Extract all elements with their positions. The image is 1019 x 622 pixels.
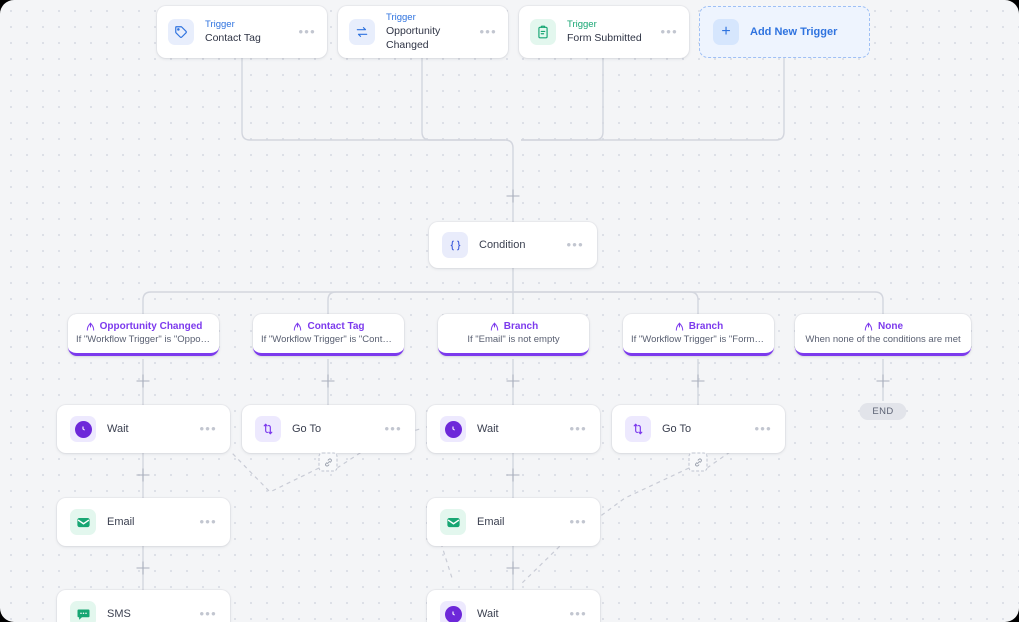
action-label: Wait bbox=[477, 608, 499, 620]
action-menu-button[interactable]: ••• bbox=[199, 606, 217, 621]
braces-icon bbox=[442, 232, 468, 258]
branch-subtitle: If "Workflow Trigger" is "Form Submit… bbox=[631, 334, 766, 345]
action-node-wait-3[interactable]: Wait ••• bbox=[427, 590, 600, 622]
branch-title: Contact Tag bbox=[307, 321, 365, 332]
trigger-kicker: Trigger bbox=[205, 19, 235, 30]
trigger-title: Opportunity Changed bbox=[386, 25, 441, 51]
branch-icon bbox=[864, 322, 873, 331]
goto-icon bbox=[625, 416, 651, 442]
add-step-plus-b1[interactable] bbox=[136, 374, 150, 388]
goto-link-chip-1[interactable] bbox=[318, 452, 338, 472]
clock-icon bbox=[70, 416, 96, 442]
action-menu-button[interactable]: ••• bbox=[199, 514, 217, 529]
action-label: Email bbox=[477, 516, 505, 528]
action-node-goto-2[interactable]: Go To ••• bbox=[612, 405, 785, 453]
goto-link-chip-2[interactable] bbox=[688, 452, 708, 472]
trigger-menu-button[interactable]: ••• bbox=[660, 24, 678, 39]
trigger-kicker: Trigger bbox=[567, 19, 597, 30]
trigger-menu-button[interactable]: ••• bbox=[479, 24, 497, 39]
action-node-wait-1[interactable]: Wait ••• bbox=[57, 405, 230, 453]
branch-icon bbox=[490, 322, 498, 331]
action-menu-button[interactable]: ••• bbox=[199, 421, 217, 436]
action-menu-button[interactable]: ••• bbox=[754, 421, 772, 436]
exchange-icon bbox=[349, 19, 375, 45]
add-step-plus-c1b[interactable] bbox=[136, 561, 150, 575]
branch-icon bbox=[86, 322, 94, 331]
action-label: Go To bbox=[662, 423, 692, 435]
condition-node[interactable]: Condition ••• bbox=[429, 222, 597, 268]
branch-subtitle: When none of the conditions are met bbox=[805, 334, 961, 345]
action-label: Wait bbox=[107, 423, 129, 435]
end-label: END bbox=[872, 406, 894, 417]
branch-icon bbox=[675, 322, 683, 331]
add-step-plus-b5[interactable] bbox=[876, 374, 890, 388]
trigger-card-opportunity-changed[interactable]: Trigger Opportunity Changed ••• bbox=[338, 6, 508, 58]
trigger-menu-button[interactable]: ••• bbox=[298, 24, 316, 39]
add-step-plus-c3b[interactable] bbox=[506, 561, 520, 575]
add-step-plus-b2[interactable] bbox=[321, 374, 335, 388]
branch-card-none[interactable]: None When none of the conditions are met bbox=[795, 314, 971, 356]
action-menu-button[interactable]: ••• bbox=[569, 421, 587, 436]
action-node-sms-1[interactable]: SMS ••• bbox=[57, 590, 230, 622]
action-label: Go To bbox=[292, 423, 322, 435]
action-menu-button[interactable]: ••• bbox=[569, 514, 587, 529]
add-step-plus-b3[interactable] bbox=[506, 374, 520, 388]
action-label: SMS bbox=[107, 608, 131, 620]
trigger-kicker: Trigger bbox=[386, 12, 416, 23]
clock-icon bbox=[440, 601, 466, 622]
branch-card-form-submitted[interactable]: Branch If "Workflow Trigger" is "Form Su… bbox=[623, 314, 774, 356]
envelope-icon bbox=[70, 509, 96, 535]
end-node: END bbox=[859, 403, 907, 420]
add-new-trigger-button[interactable]: + Add New Trigger bbox=[699, 6, 870, 58]
clipboard-icon bbox=[530, 19, 556, 45]
add-new-trigger-label: Add New Trigger bbox=[750, 26, 838, 38]
action-menu-button[interactable]: ••• bbox=[384, 421, 402, 436]
branch-title: Opportunity Changed bbox=[99, 321, 203, 332]
branch-head: Branch bbox=[489, 320, 538, 333]
branch-subtitle: If "Workflow Trigger" is "Opportunity… bbox=[76, 334, 211, 345]
trigger-title: Contact Tag bbox=[205, 32, 261, 44]
branch-head: Opportunity Changed bbox=[85, 320, 203, 333]
branch-subtitle: If "Workflow Trigger" is "Contact Tag" bbox=[261, 334, 396, 345]
trigger-card-contact-tag[interactable]: Trigger Contact Tag ••• bbox=[157, 6, 327, 58]
plus-icon: + bbox=[713, 19, 739, 45]
branch-head: None bbox=[863, 320, 903, 333]
condition-label: Condition bbox=[479, 239, 526, 251]
add-step-plus-c1a[interactable] bbox=[136, 468, 150, 482]
branch-card-opportunity-changed[interactable]: Opportunity Changed If "Workflow Trigger… bbox=[68, 314, 219, 356]
branch-title: None bbox=[878, 321, 903, 332]
add-step-plus-c3a[interactable] bbox=[506, 468, 520, 482]
action-node-goto-1[interactable]: Go To ••• bbox=[242, 405, 415, 453]
chat-icon bbox=[70, 601, 96, 622]
action-menu-button[interactable]: ••• bbox=[569, 606, 587, 621]
condition-menu-button[interactable]: ••• bbox=[566, 237, 584, 252]
branch-card-contact-tag[interactable]: Contact Tag If "Workflow Trigger" is "Co… bbox=[253, 314, 404, 356]
action-node-wait-2[interactable]: Wait ••• bbox=[427, 405, 600, 453]
envelope-icon bbox=[440, 509, 466, 535]
add-step-plus-b4[interactable] bbox=[691, 374, 705, 388]
branch-head: Branch bbox=[674, 320, 723, 333]
trigger-card-form-submitted[interactable]: Trigger Form Submitted ••• bbox=[519, 6, 689, 58]
branch-title: Branch bbox=[688, 321, 724, 332]
branch-head: Contact Tag bbox=[292, 320, 365, 333]
branch-subtitle: If "Email" is not empty bbox=[467, 334, 560, 345]
goto-icon bbox=[255, 416, 281, 442]
action-label: Wait bbox=[477, 423, 499, 435]
clock-icon bbox=[440, 416, 466, 442]
add-step-plus-condition[interactable] bbox=[506, 189, 520, 203]
action-node-email-1[interactable]: Email ••• bbox=[57, 498, 230, 546]
action-label: Email bbox=[107, 516, 135, 528]
branch-card-email-not-empty[interactable]: Branch If "Email" is not empty bbox=[438, 314, 589, 356]
branch-title: Branch bbox=[503, 321, 539, 332]
tag-icon bbox=[168, 19, 194, 45]
trigger-title: Form Submitted bbox=[567, 32, 642, 44]
action-node-email-2[interactable]: Email ••• bbox=[427, 498, 600, 546]
branch-icon bbox=[294, 322, 302, 331]
